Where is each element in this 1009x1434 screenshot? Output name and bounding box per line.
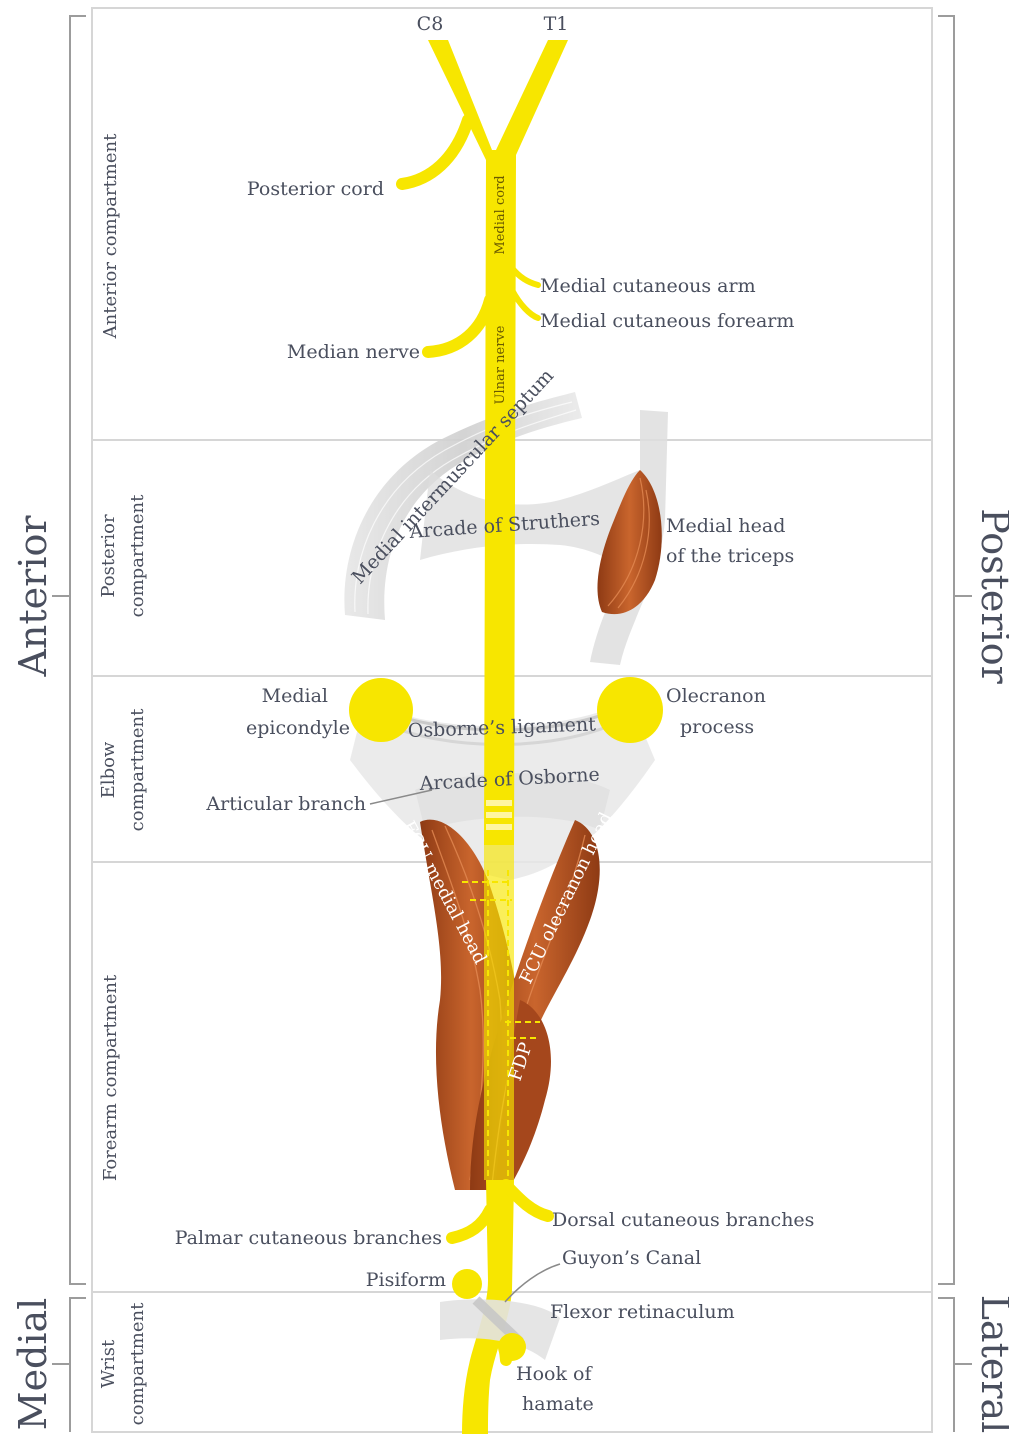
compartment-label-forearm: Forearm compartment: [100, 974, 121, 1181]
label-olecranon-1: Olecranon: [666, 685, 766, 707]
label-medial-intermuscular-septum: Medial intermuscular septum: [348, 365, 559, 589]
label-pisiform: Pisiform: [366, 1269, 446, 1291]
medial-epicondyle: [349, 678, 413, 742]
medial-cutaneous-arm-branch: [512, 268, 538, 285]
label-palmar-cutaneous: Palmar cutaneous branches: [175, 1227, 442, 1249]
root-t1: T1: [544, 13, 569, 35]
cutaneous-branches: [512, 268, 538, 318]
label-median-nerve: Median nerve: [287, 341, 420, 363]
label-guyons-canal: Guyon’s Canal: [562, 1247, 701, 1269]
root-c8: C8: [417, 13, 444, 35]
median-nerve-branch: [428, 300, 490, 352]
olecranon-process: [597, 677, 663, 743]
label-dorsal-cutaneous: Dorsal cutaneous branches: [552, 1209, 814, 1231]
label-articular-branch: Articular branch: [205, 793, 366, 815]
label-hook-of-hamate-2: hamate: [522, 1393, 594, 1415]
side-label-lateral: Lateral: [973, 1295, 1009, 1434]
label-hook-of-hamate-1: Hook of: [516, 1363, 593, 1385]
label-posterior-cord: Posterior cord: [247, 178, 384, 200]
compartment-label-wrist-1: Wrist: [98, 1339, 119, 1388]
posterior-cord-branch: [402, 120, 468, 184]
label-olecranon-2: process: [680, 716, 754, 738]
side-label-medial: Medial: [11, 1298, 55, 1431]
palmar-cutaneous-branch: [452, 1210, 490, 1238]
compartment-label-wrist-2: compartment: [127, 1302, 148, 1425]
compartment-label-posterior-2: compartment: [127, 494, 148, 617]
label-medial-head-triceps-1: Medial head: [666, 515, 785, 537]
pisiform: [452, 1269, 482, 1299]
compartment-label-posterior-1: Posterior: [98, 514, 119, 598]
side-label-anterior: Anterior: [11, 515, 55, 678]
side-label-posterior: Posterior: [973, 508, 1009, 684]
compartment-label-elbow-2: compartment: [127, 708, 148, 831]
hook-of-hamate: [498, 1333, 526, 1361]
label-medial-cutaneous-forearm: Medial cutaneous forearm: [540, 310, 794, 332]
label-medial-head-triceps-2: of the triceps: [666, 545, 794, 567]
label-medial-epicondyle-2: epicondyle: [246, 717, 350, 739]
compartment-label-anterior: Anterior compartment: [100, 133, 121, 339]
label-flexor-retinaculum: Flexor retinaculum: [550, 1301, 735, 1323]
label-ulnar-nerve: Ulnar nerve: [493, 325, 508, 404]
medial-cutaneous-forearm-branch: [512, 290, 538, 318]
label-medial-epicondyle-1: Medial: [262, 685, 328, 707]
label-medial-cutaneous-arm: Medial cutaneous arm: [540, 275, 756, 297]
ulnar-nerve-elbow-segment: [486, 800, 512, 830]
label-medial-cord: Medial cord: [493, 175, 508, 254]
compartment-label-elbow-1: Elbow: [98, 741, 119, 798]
guyons-canal-pointer: [505, 1264, 560, 1302]
